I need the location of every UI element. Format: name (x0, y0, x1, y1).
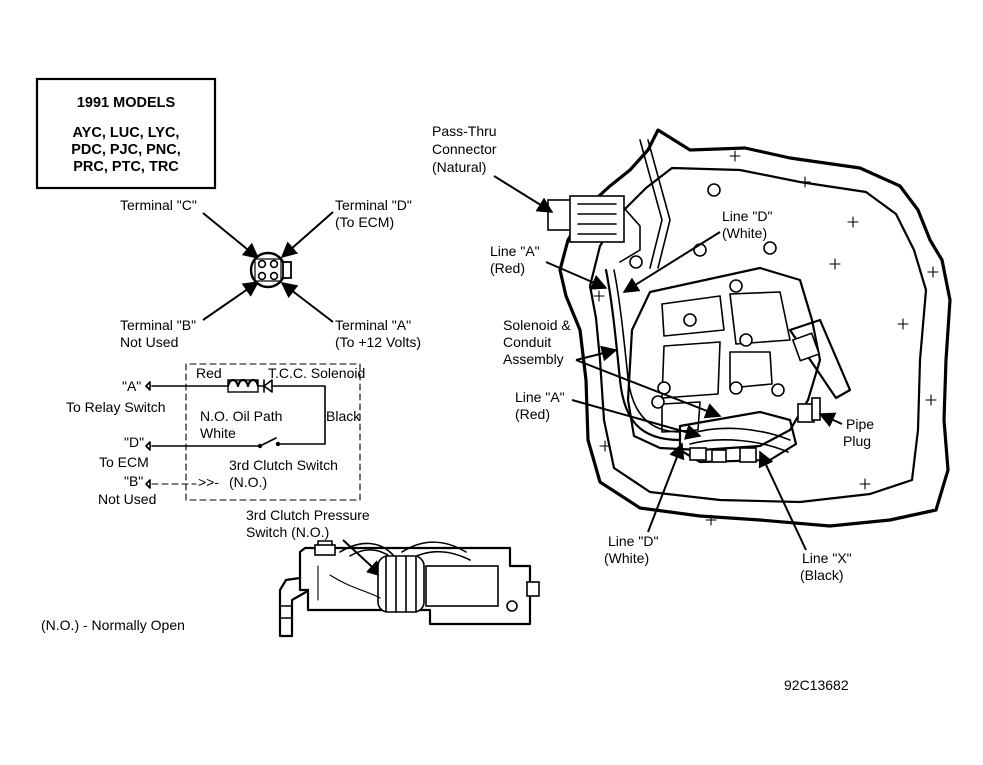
line-a-mid-label: Line "A" (515, 389, 565, 405)
plug-glyph: >>- (198, 474, 219, 490)
models-line-1: AYC, LUC, LYC, (73, 125, 180, 141)
terminal-a-label: Terminal "A" (335, 317, 411, 333)
models-line-2: PDC, PJC, PNC, (71, 142, 181, 158)
pressure-switch-assembly: 3rd Clutch Pressure Switch (N.O.) (246, 507, 540, 638)
line-d-bottom-color: (White) (604, 550, 649, 566)
terminal-c-label: Terminal "C" (120, 197, 197, 213)
schematic-red-label: Red (196, 365, 222, 381)
third-clutch-switch-label: 3rd Clutch Switch (229, 457, 338, 473)
terminal-b-desc: Not Used (120, 334, 178, 350)
figure-id: 92C13682 (784, 677, 849, 693)
solenoid-conduit-label-3: Assembly (503, 351, 564, 367)
terminal-d-label: Terminal "D" (335, 197, 412, 213)
models-title: 1991 MODELS (77, 95, 176, 111)
line-d-bottom-label: Line "D" (608, 533, 658, 549)
tcc-solenoid-label: T.C.C. Solenoid (268, 365, 365, 381)
solenoid-conduit-label-1: Solenoid & (503, 317, 571, 333)
no-oil-path-label: N.O. Oil Path (200, 408, 282, 424)
terminal-b-label: Terminal "B" (120, 317, 196, 333)
connector-terminal-diagram: Terminal "C" Terminal "D" (To ECM) Termi… (120, 197, 421, 350)
terminal-d-desc: (To ECM) (335, 214, 394, 230)
pass-thru-label-3: (Natural) (432, 159, 486, 175)
transmission-valve-body (547, 128, 952, 528)
connector-face-icon (249, 251, 292, 289)
line-d-top-label: Line "D" (722, 208, 772, 224)
schematic-a-label: "A" (122, 378, 141, 394)
solenoid-conduit-label-2: Conduit (503, 334, 551, 350)
pipe-plug-label-2: Plug (843, 433, 871, 449)
line-d-top-color: (White) (722, 225, 767, 241)
line-x-color: (Black) (800, 567, 844, 583)
line-a-mid-color: (Red) (515, 406, 550, 422)
schematic-b-label: "B" (124, 473, 143, 489)
models-line-3: PRC, PTC, TRC (73, 159, 179, 175)
transmission-labels: Pass-Thru Connector (Natural) Line "D" (… (432, 123, 874, 583)
schematic-black-label: Black (326, 408, 361, 424)
schematic-a-desc: To Relay Switch (66, 399, 166, 415)
line-x-label: Line "X" (802, 550, 852, 566)
models-box: 1991 MODELS AYC, LUC, LYC, PDC, PJC, PNC… (35, 77, 217, 190)
schematic-b-desc: Not Used (98, 491, 156, 507)
legend-normally-open: (N.O.) - Normally Open (41, 617, 185, 633)
pass-thru-connector-icon (547, 195, 641, 263)
pass-thru-label-1: Pass-Thru (432, 123, 497, 139)
pressure-switch-label-1: 3rd Clutch Pressure (246, 507, 370, 523)
pipe-plug-label-1: Pipe (846, 416, 874, 432)
terminal-a-desc: (To +12 Volts) (335, 334, 421, 350)
pass-thru-label-2: Connector (432, 141, 497, 157)
schematic-d-desc: To ECM (99, 454, 149, 470)
schematic-white-label: White (200, 425, 236, 441)
schematic-d-label: "D" (124, 434, 144, 450)
tcc-schematic: "A" To Relay Switch "D" To ECM "B" Not U… (66, 363, 365, 507)
line-a-top-color: (Red) (490, 260, 525, 276)
pressure-switch-label-2: Switch (N.O.) (246, 524, 329, 540)
line-a-top-label: Line "A" (490, 243, 540, 259)
schematic-no-label: (N.O.) (229, 474, 267, 490)
